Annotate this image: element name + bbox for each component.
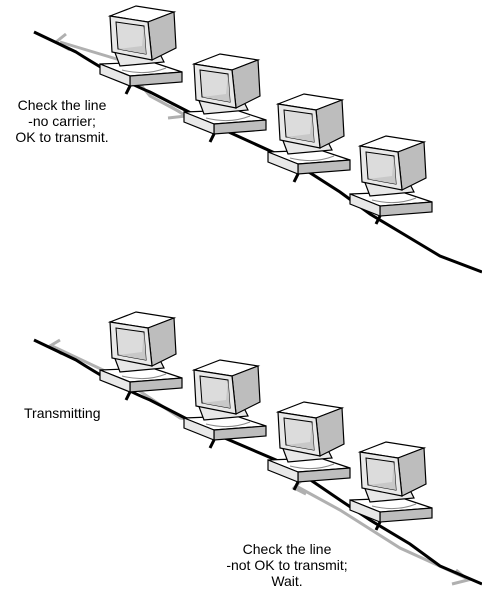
- computer-top-4: [348, 134, 434, 226]
- computer-bottom-4: [348, 440, 434, 532]
- caption-top-line-3: OK to transmit.: [15, 129, 109, 145]
- caption-top-line-1: Check the line: [17, 97, 107, 113]
- computer-top-3: [266, 92, 352, 184]
- caption-top: Check the line -no carrier; OK to transm…: [0, 97, 124, 145]
- top-panel: [33, 4, 482, 274]
- computer-bottom-2: [182, 358, 268, 450]
- computer-bottom-3: [266, 400, 352, 492]
- signal-arrow-check: [295, 484, 467, 580]
- computer-top-2: [182, 52, 268, 144]
- caption-middle-line-1: Transmitting: [24, 405, 101, 421]
- computer-top-1: [98, 4, 184, 96]
- caption-bottom-line-2: -not OK to transmit;: [226, 557, 348, 573]
- caption-top-line-2: -no carrier;: [28, 113, 96, 129]
- computer-bottom-1: [98, 310, 184, 402]
- caption-bottom-line-1: Check the line: [242, 541, 332, 557]
- caption-middle: Transmitting: [24, 405, 101, 421]
- caption-bottom-line-3: Wait.: [271, 573, 303, 589]
- bottom-panel: [33, 310, 482, 586]
- caption-bottom: Check the line -not OK to transmit; Wait…: [223, 541, 351, 589]
